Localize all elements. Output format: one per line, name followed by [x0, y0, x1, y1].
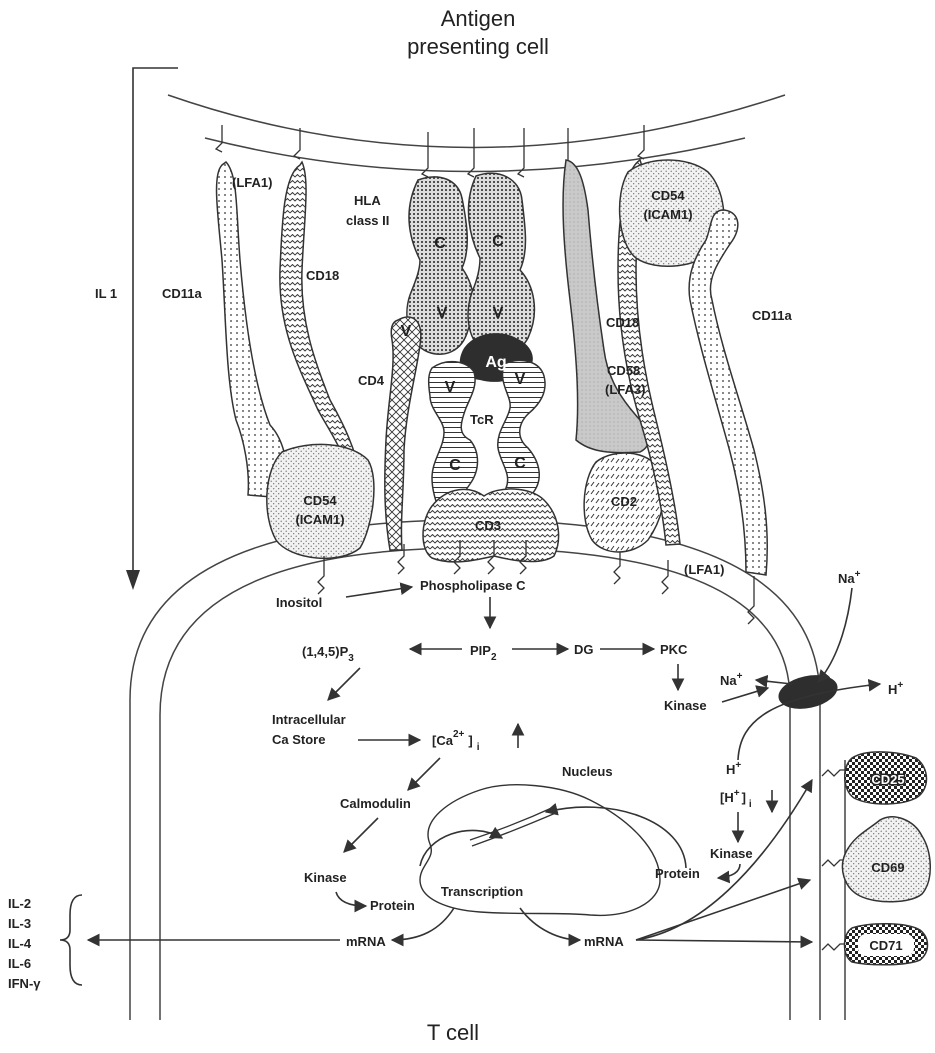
arrow-ip3-store [328, 668, 360, 700]
label-mrna-left: mRNA [346, 934, 386, 949]
label-pkc: PKC [660, 642, 688, 657]
label-cd54-left-1: CD54 [303, 493, 337, 508]
label-dg: DG [574, 642, 594, 657]
arrow-mrna-cd69 [636, 880, 810, 940]
arrow-kinase3-protein [718, 864, 740, 878]
label-c-apc2: C [492, 233, 504, 250]
label-v-apc1: V [437, 305, 448, 322]
label-inositol: Inositol [276, 595, 322, 610]
label-c-tcr1: C [449, 457, 461, 474]
arrow-h-out [738, 684, 880, 760]
cd11a-right-shape [689, 210, 767, 575]
apc-title-line1: Antigen [441, 6, 516, 31]
label-cd58-1: CD58 [607, 363, 640, 378]
label-cd54-right-2: (ICAM1) [643, 207, 692, 222]
label-mrna-right: mRNA [584, 934, 624, 949]
label-cd11a-left: CD11a [162, 286, 203, 301]
tcell-title: T cell [427, 1020, 479, 1045]
cytokine-item: IFN-γ [8, 976, 41, 991]
arrow-kinase-exchanger [722, 688, 768, 702]
label-v-tcr2: V [515, 371, 526, 388]
label-cd3: CD3 [475, 518, 501, 533]
label-c-apc1: C [434, 235, 446, 252]
tcell-membrane-outer [130, 520, 820, 1020]
label-kinase2: Kinase [304, 870, 347, 885]
label-cd69: CD69 [871, 860, 904, 875]
label-cd18-right: CD18 [606, 315, 639, 330]
label-cd18-left: CD18 [306, 268, 339, 283]
label-tcr: TcR [470, 412, 494, 427]
arrow-calmodulin-kinase [344, 818, 378, 852]
label-v-tcr1: V [445, 379, 456, 396]
label-ag: Ag [485, 354, 506, 371]
label-hi: [H+]i [720, 788, 752, 810]
il1-arrow-line [133, 68, 178, 580]
label-transcription: Transcription [441, 884, 523, 899]
label-cd4: CD4 [358, 373, 385, 388]
label-calmodulin: Calmodulin [340, 796, 411, 811]
label-hla-line1: HLA [354, 193, 381, 208]
cytokine-item: IL-4 [8, 936, 32, 951]
label-ca: [Ca2+]i [432, 729, 480, 753]
apc-membrane-outer [168, 95, 785, 148]
apc-title-line2: presenting cell [407, 34, 549, 59]
nucleus-dna2 [472, 812, 558, 846]
label-cd2: CD2 [611, 494, 637, 509]
label-lfa1-left: (LFA1) [232, 175, 272, 190]
arrow-protein-nucleus-left [420, 830, 502, 866]
label-pip2: PIP2 [470, 643, 497, 663]
label-intra-1: Intracellular [272, 712, 346, 727]
cytokine-list: IL-2 IL-3 IL-4 IL-6 IFN-γ [8, 896, 41, 991]
label-cd54-left-2: (ICAM1) [295, 512, 344, 527]
cytokine-item: IL-3 [8, 916, 31, 931]
label-c-tcr2: C [514, 455, 526, 472]
label-lfa1-right: (LFA1) [684, 562, 724, 577]
label-na-in: Na+ [720, 671, 743, 688]
label-cd58-2: (LFA3) [605, 382, 645, 397]
arrow-kinase2-protein [336, 892, 366, 906]
label-cd25: CD25 [871, 772, 904, 787]
il1-label: IL 1 [95, 286, 117, 301]
arrow-na-out-inside [756, 680, 792, 684]
label-h-out: H+ [888, 680, 903, 697]
label-v-apc2: V [493, 305, 504, 322]
arrow-mrna-cd71 [636, 940, 812, 942]
label-kinase3: Kinase [710, 846, 753, 861]
label-cd11a-right: CD11a [752, 308, 793, 323]
tcell-membrane-inner [160, 548, 790, 1020]
arrow-na-in [818, 588, 852, 682]
cytokine-item: IL-2 [8, 896, 31, 911]
cd4-shape [385, 317, 421, 550]
label-intra-2: Ca Store [272, 732, 325, 747]
label-protein-right: Protein [655, 866, 700, 881]
label-kinase1: Kinase [664, 698, 707, 713]
label-hla-line2: class II [346, 213, 389, 228]
hla-right-shape [468, 173, 534, 356]
label-nucleus: Nucleus [562, 764, 613, 779]
label-h-in: H+ [726, 760, 741, 777]
nucleus-dna1 [470, 806, 556, 840]
label-ip3: (1,4,5)P3 [302, 644, 354, 664]
il1-arrow-head [126, 570, 140, 590]
label-na-out: Na+ [838, 569, 861, 586]
arrow-inositol-plc [346, 587, 412, 597]
cd11a-left-shape [217, 162, 287, 498]
label-protein-left: Protein [370, 898, 415, 913]
label-plc: Phospholipase C [420, 578, 526, 593]
arrow-ca-calmodulin [408, 758, 440, 790]
apc-anchors [216, 125, 644, 177]
cd18-left-shape [280, 162, 360, 480]
label-cd71: CD71 [869, 938, 902, 953]
cytokine-item: IL-6 [8, 956, 31, 971]
cytokine-brace [60, 895, 82, 985]
label-cd54-right-1: CD54 [651, 188, 685, 203]
label-v-cd4: V [401, 323, 412, 340]
